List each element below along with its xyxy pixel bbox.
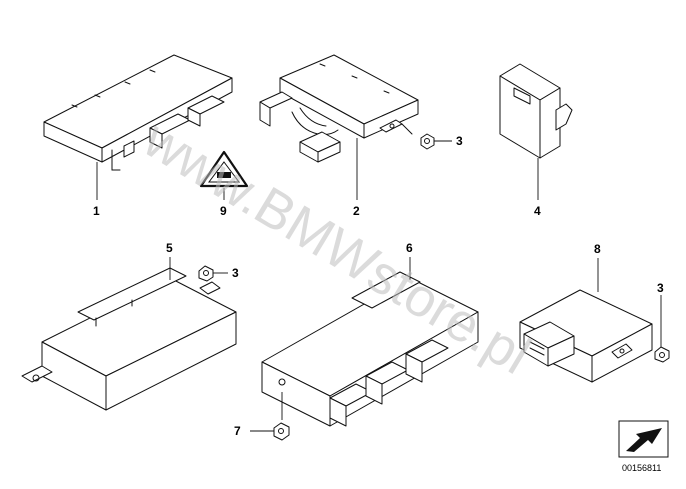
nut-icon[interactable]	[654, 346, 670, 363]
callout-4: 4	[534, 204, 541, 218]
callout-5: 5	[166, 241, 173, 255]
part-8-module[interactable]	[519, 289, 653, 383]
callout-1: 1	[93, 204, 100, 218]
arrow-down-left-icon[interactable]	[618, 420, 669, 458]
part-2-control-module[interactable]	[259, 54, 419, 163]
nut-icon[interactable]	[420, 133, 435, 150]
callout-9: 9	[220, 204, 227, 218]
callout-3c: 3	[657, 281, 664, 295]
nut-icon[interactable]	[273, 422, 290, 441]
nut-icon[interactable]	[198, 265, 214, 282]
part-4-relay-box[interactable]	[499, 63, 573, 159]
callout-8: 8	[594, 242, 601, 256]
callout-7: 7	[234, 424, 241, 438]
part-1-control-module[interactable]	[43, 54, 233, 171]
callout-6: 6	[406, 241, 413, 255]
callout-3b: 3	[232, 266, 239, 280]
callout-2: 2	[353, 204, 360, 218]
callout-3a: 3	[456, 134, 463, 148]
part-6-body-module[interactable]	[261, 271, 479, 427]
warning-triangle-icon[interactable]	[199, 150, 249, 188]
diagram-reference-number: 00156811	[622, 463, 661, 473]
part-5-control-unit[interactable]	[21, 267, 237, 411]
